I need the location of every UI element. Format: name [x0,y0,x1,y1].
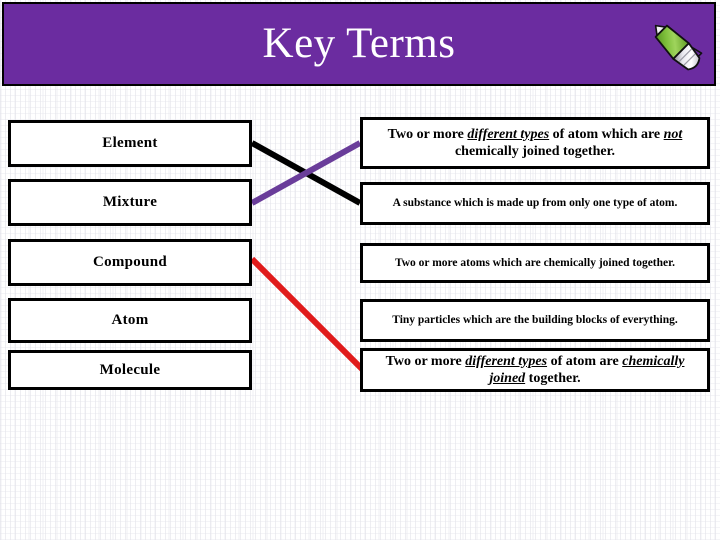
term-label: Atom [111,312,149,328]
term-box-molecule[interactable]: Molecule [8,350,252,390]
definition-box-mixture[interactable]: Two or more different types of atom whic… [360,117,710,169]
term-label: Compound [92,254,168,270]
term-label: Element [102,135,158,151]
definition-box-compound[interactable]: Two or more atoms which are chemically j… [360,243,710,283]
term-box-atom[interactable]: Atom [8,298,252,343]
page-title: Key Terms [262,20,456,67]
definition-text: A substance which is made up from only o… [392,197,678,210]
pen-icon [654,24,703,71]
definition-box-element[interactable]: A substance which is made up from only o… [360,182,710,225]
term-box-compound[interactable]: Compound [8,239,252,286]
definition-text: Two or more different types of atom are … [385,353,685,387]
term-label: Mixture [102,194,158,210]
definition-text: Two or more atoms which are chemically j… [394,256,676,269]
definition-text: Tiny particles which are the building bl… [392,314,678,327]
definition-box-molecule[interactable]: Two or more different types of atom are … [360,348,710,392]
definition-box-atom[interactable]: Tiny particles which are the building bl… [360,299,710,342]
term-box-element[interactable]: Element [8,120,252,167]
definition-text: Two or more different types of atom whic… [387,126,683,160]
title-banner: Key Terms [2,2,716,86]
term-box-mixture[interactable]: Mixture [8,179,252,226]
term-label: Molecule [99,361,161,378]
